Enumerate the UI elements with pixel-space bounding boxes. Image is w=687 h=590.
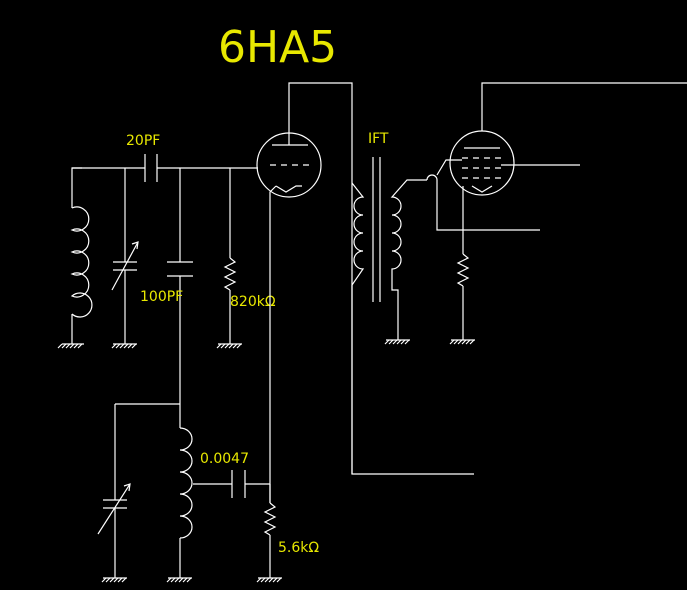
tube-title: 6HA5 bbox=[218, 22, 337, 73]
ground-symbol bbox=[384, 339, 410, 345]
input-tank-coil bbox=[70, 167, 93, 344]
cathode-wire bbox=[269, 185, 277, 503]
shunt-capacitor bbox=[167, 168, 193, 404]
ground-symbol bbox=[449, 339, 475, 345]
osc-coil bbox=[179, 404, 232, 578]
variable-capacitor bbox=[111, 168, 139, 344]
tube-6ha5 bbox=[256, 132, 322, 198]
ift-transformer bbox=[351, 157, 427, 474]
ift-label: IFT bbox=[368, 131, 389, 147]
tube-second bbox=[449, 130, 515, 196]
osc-variable-capacitor bbox=[97, 483, 131, 578]
ground-symbol bbox=[256, 577, 282, 583]
cathode-resistor bbox=[263, 484, 277, 578]
ground-symbol bbox=[166, 577, 192, 583]
second-grid-wire bbox=[426, 174, 540, 231]
plate-wire bbox=[288, 82, 474, 475]
ground-symbol bbox=[216, 343, 242, 349]
cathode-resistor-label: 5.6kΩ bbox=[278, 540, 319, 556]
ground-symbol bbox=[57, 343, 84, 349]
grid-resistor-label: 820kΩ bbox=[230, 294, 276, 310]
second-cathode-resistor bbox=[456, 186, 470, 340]
coupling-capacitor bbox=[144, 154, 158, 182]
grid-resistor bbox=[223, 168, 237, 344]
second-plate-wire bbox=[481, 82, 687, 131]
second-grid-wire bbox=[436, 159, 462, 176]
cap-coupling-label: 20PF bbox=[126, 133, 160, 149]
ground-symbol bbox=[111, 343, 137, 349]
ground-symbol bbox=[101, 577, 127, 583]
feedback-capacitor bbox=[231, 470, 270, 498]
cap-feedback-label: 0.0047 bbox=[200, 451, 249, 467]
cap-shunt-label: 100PF bbox=[140, 289, 183, 305]
